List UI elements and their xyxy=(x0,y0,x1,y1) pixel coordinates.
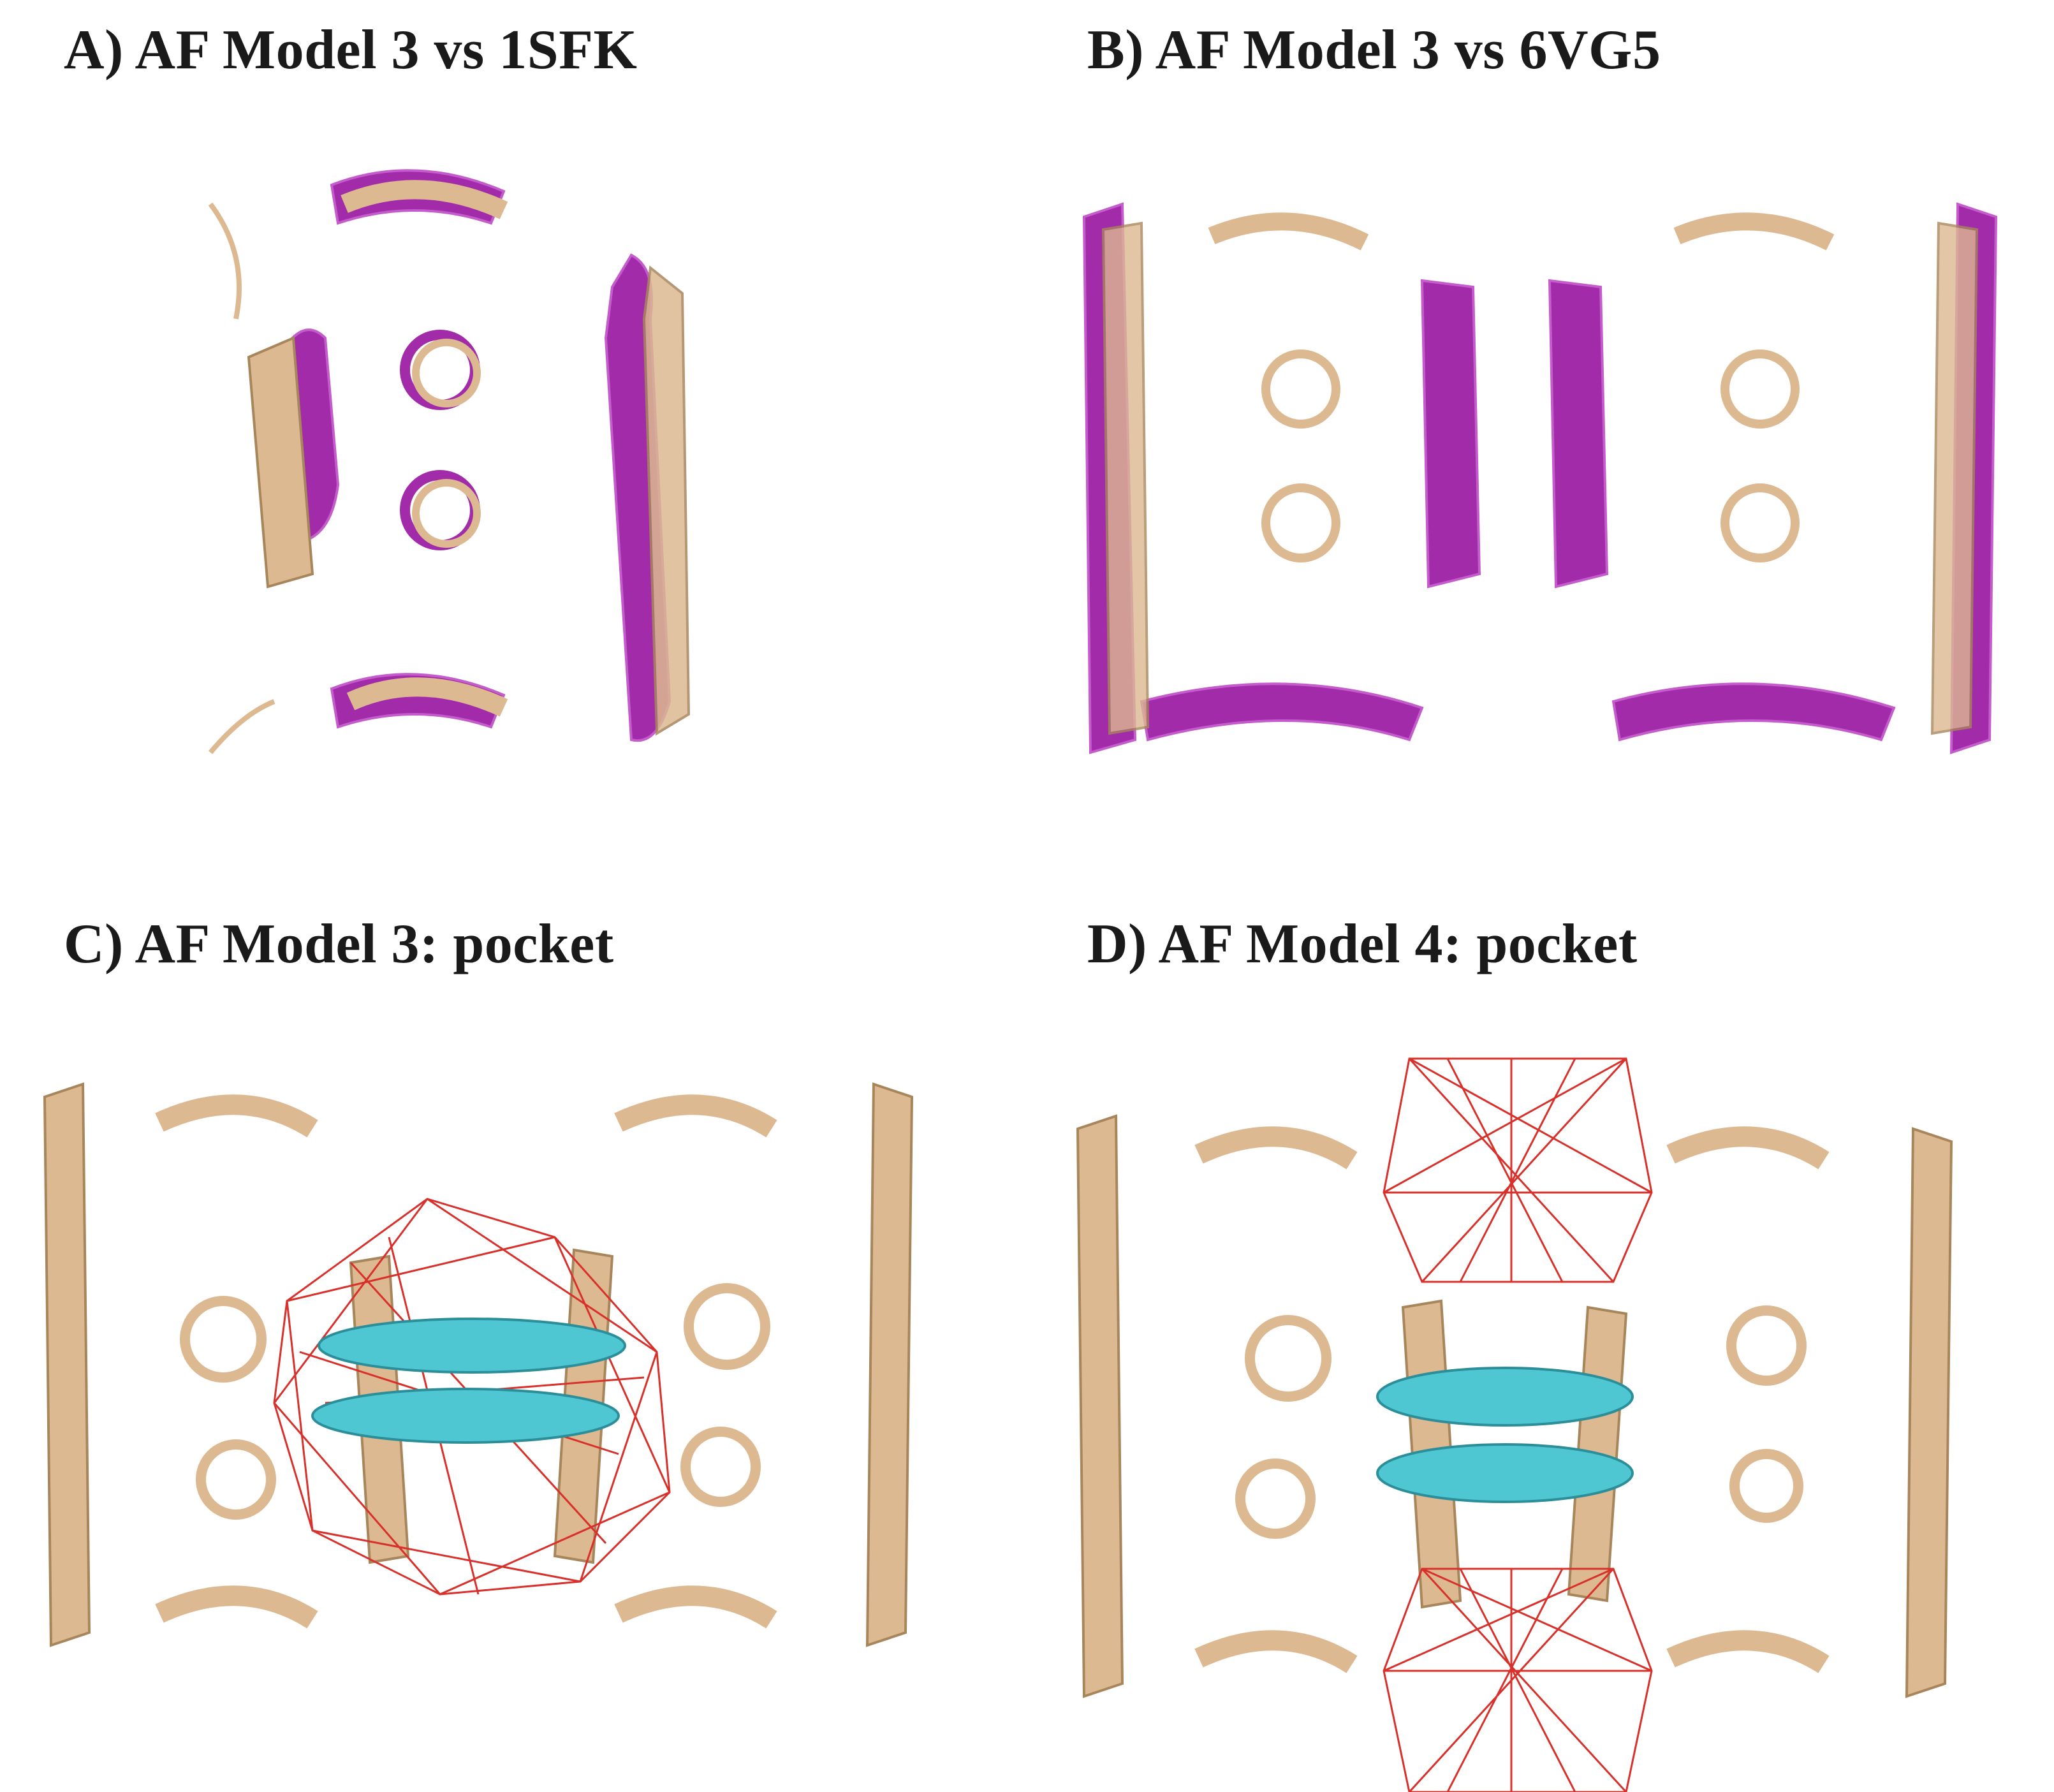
panel-b: B) AF Model 3 vs 6VG5 xyxy=(1027,0,2054,855)
panel-c-ligand-spheres xyxy=(311,1318,626,1444)
panel-b-title: B) AF Model 3 vs 6VG5 xyxy=(1087,19,1661,81)
panel-d-structure xyxy=(1076,1057,1953,1792)
panel-a-reference-ribbon xyxy=(266,169,671,742)
panel-d-ligand-spheres xyxy=(1376,1367,1634,1503)
panel-a-structure-overlay xyxy=(208,169,691,754)
panel-b-model-ribbon xyxy=(1101,212,1979,735)
panel-d-title: D) AF Model 4: pocket xyxy=(1087,913,1638,975)
panel-a-title: A) AF Model 3 vs 1SFK xyxy=(64,19,638,81)
panel-c-structure xyxy=(43,1082,914,1647)
panel-a: A) AF Model 3 vs 1SFK xyxy=(0,0,1027,855)
panel-c: C) AF Model 3: pocket xyxy=(0,855,1027,1714)
panel-d-pocket-mesh xyxy=(1383,1057,1653,1792)
panel-c-title: C) AF Model 3: pocket xyxy=(64,913,614,975)
panel-a-model-ribbon xyxy=(208,180,691,754)
panel-b-reference-ribbon xyxy=(1082,202,1998,754)
panel-b-structure-overlay xyxy=(1082,202,1998,754)
panel-d: D) AF Model 4: pocket xyxy=(1027,855,2054,1792)
